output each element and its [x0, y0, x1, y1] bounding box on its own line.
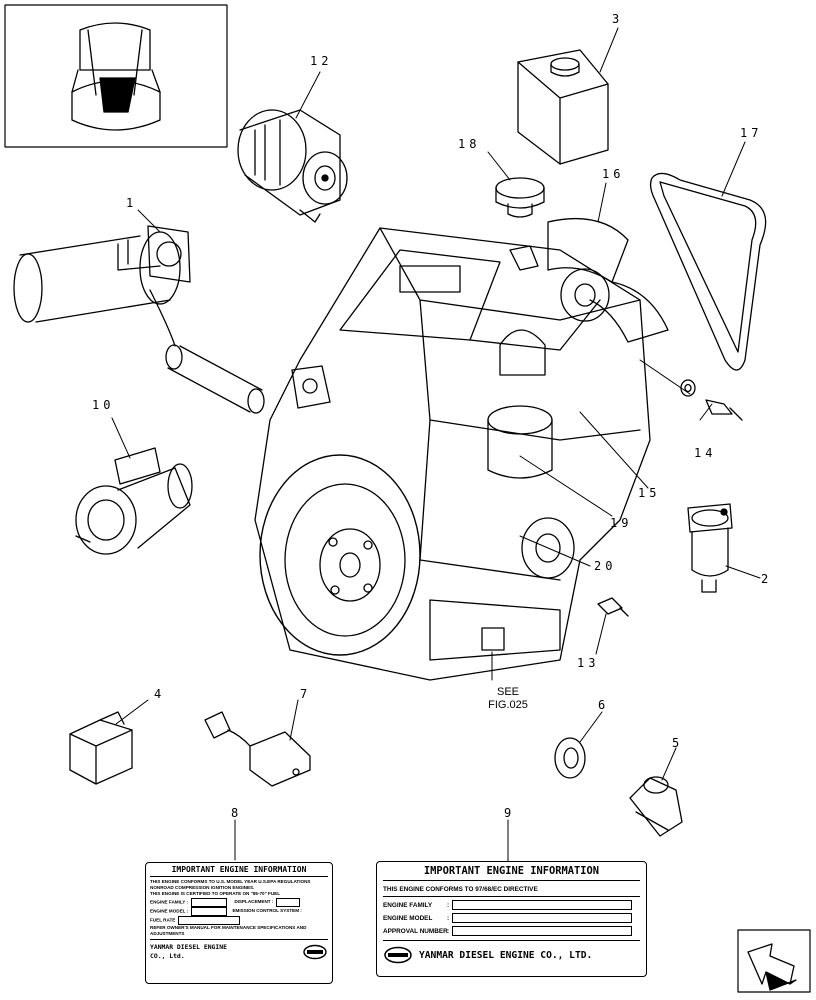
thumbnail-inset	[4, 4, 228, 148]
displacement-label: DISPLACEMENT :	[234, 899, 274, 905]
yanmar-logo-icon	[303, 944, 327, 960]
muffler	[13, 231, 265, 414]
emission-label-line: THIS ENGINE IS CERTIFIED TO OPERATE ON "…	[150, 891, 281, 897]
ec-field-row: ENGINE MODEL:	[383, 912, 640, 925]
emission-label-line: ADJUSTMENTS	[150, 931, 328, 941]
engine-family-label: ENGINE FAMILY :	[150, 899, 189, 905]
engine-model-field	[452, 913, 633, 924]
fuel-rate-field	[178, 915, 241, 925]
callout-16: 16	[602, 167, 625, 181]
navigation-arrow-icon	[737, 929, 811, 993]
manufacturer-name: YANMAR DIESEL ENGINE	[150, 943, 227, 952]
ec-directive-label-plate: IMPORTANT ENGINE INFORMATION THIS ENGINE…	[376, 861, 647, 977]
callout-3: 3	[612, 12, 624, 26]
callout-5: 5	[672, 736, 684, 750]
callout-8: 8	[231, 806, 243, 820]
yanmar-logo-icon	[384, 946, 412, 964]
see-label: SEE	[496, 686, 519, 698]
emission-label-line: NONROAD COMPRESSION IGNITION ENGINES.	[150, 885, 255, 891]
emission-label-row: FUEL RATE	[150, 915, 328, 925]
engine-family-field	[191, 897, 228, 907]
callout-9: 9	[504, 806, 516, 820]
thermostat	[495, 177, 545, 218]
callout-10: 10	[92, 398, 115, 412]
ec-label-footer: YANMAR DIESEL ENGINE CO., LTD.	[383, 946, 640, 964]
manufacturer-suffix: CO., Ltd.	[150, 952, 185, 961]
callout-19: 19	[610, 516, 633, 530]
approval-number-label: APPROVAL NUMBER	[383, 928, 448, 935]
emission-label-row: ENGINE MODEL : EMISSION CONTROL SYSTEM :	[150, 906, 328, 916]
ec-label-title: IMPORTANT ENGINE INFORMATION	[383, 865, 640, 881]
emission-label-title: IMPORTANT ENGINE INFORMATION	[150, 865, 328, 877]
alternator	[237, 109, 348, 223]
figure-reference[interactable]: SEE FIG.025	[478, 686, 538, 712]
emission-label-footer: YANMAR DIESEL ENGINE CO., Ltd.	[150, 943, 328, 961]
engine-model-label: ENGINE MODEL	[383, 915, 433, 922]
callout-1: 1	[126, 196, 138, 210]
engine-model-label: ENGINE MODEL :	[150, 908, 189, 914]
callout-6: 6	[598, 698, 610, 712]
emission-label-row: ENGINE FAMILY : DISPLACEMENT :	[150, 897, 328, 907]
callout-13: 13	[577, 656, 600, 670]
emission-control-label: EMISSION CONTROL SYSTEM :	[232, 908, 302, 914]
electronic-module	[204, 711, 311, 787]
callout-20: 20	[594, 559, 617, 573]
ec-field-row: APPROVAL NUMBER:	[383, 925, 640, 941]
engine-assembly	[254, 227, 651, 681]
callout-17: 17	[740, 126, 763, 140]
starter-motor	[75, 447, 193, 555]
oil-pressure-switch	[597, 597, 629, 617]
muffler-gasket	[147, 225, 191, 283]
callout-15: 15	[638, 486, 661, 500]
callout-18: 18	[458, 137, 481, 151]
engine-family-label: ENGINE FAMILY	[383, 902, 433, 909]
drive-belt	[649, 172, 767, 371]
leader-lines	[111, 27, 761, 863]
figure-label: FIG.025	[488, 699, 528, 711]
fuel-solenoid	[629, 776, 683, 837]
engine-model-field	[191, 906, 228, 916]
callout-4: 4	[154, 687, 166, 701]
emission-label-line: THIS ENGINE CONFORMS TO U.S. MODEL YEAR …	[150, 879, 311, 884]
callout-2: 2	[761, 572, 773, 586]
callout-14: 14	[694, 446, 717, 460]
emission-label-plate: IMPORTANT ENGINE INFORMATION THIS ENGINE…	[145, 862, 333, 984]
divider	[383, 896, 640, 897]
fuel-filter	[687, 503, 733, 593]
manufacturer-name: YANMAR DIESEL ENGINE CO., LTD.	[419, 949, 593, 961]
approval-number-field	[452, 926, 633, 937]
engine-family-field	[452, 900, 633, 911]
displacement-field	[276, 897, 301, 907]
ec-field-row: ENGINE FAMILY:	[383, 899, 640, 912]
callout-12: 12	[310, 54, 333, 68]
washer	[554, 737, 586, 779]
emission-label-line: REFER OWNER'S MANUAL FOR MAINTENANCE SPE…	[150, 924, 307, 930]
controller-unit	[69, 711, 133, 785]
ec-directive-text: THIS ENGINE CONFORMS TO 97/68/EC DIRECTI…	[383, 886, 538, 893]
sealing-washer	[680, 379, 696, 397]
fuel-rate-label: FUEL RATE	[150, 917, 176, 923]
coolant-reservoir	[517, 49, 609, 165]
temperature-sensor	[705, 399, 743, 421]
callout-7: 7	[300, 687, 312, 701]
